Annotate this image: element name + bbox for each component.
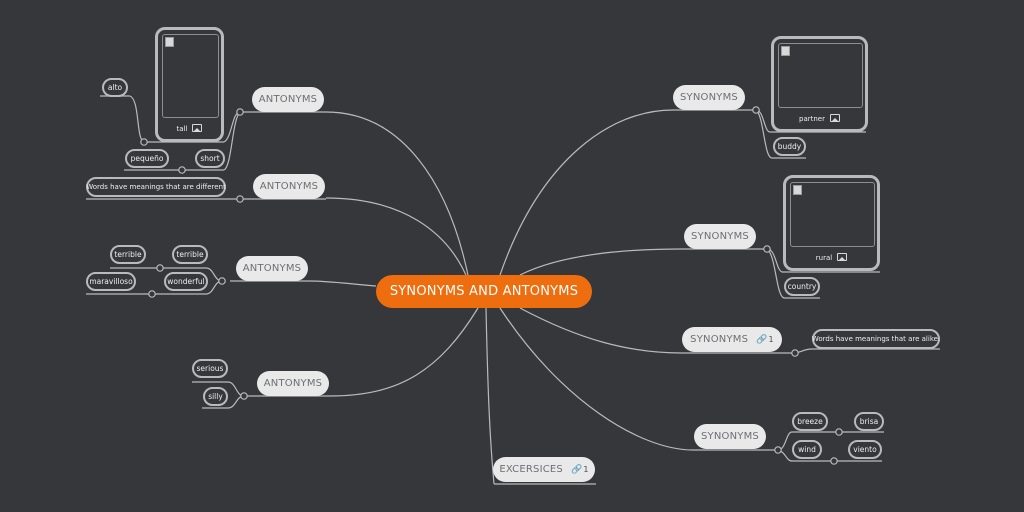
central-topic[interactable]: SYNONYMS AND ANTONYMS: [376, 275, 592, 308]
broken-image-icon: [793, 185, 802, 195]
subtopic-viento[interactable]: viento: [848, 440, 882, 459]
connector: [499, 307, 694, 451]
subtopic-terrible-en[interactable]: terrible: [172, 245, 208, 264]
image-caption: rural: [786, 253, 877, 262]
subtopic-pequeno[interactable]: pequeño: [125, 149, 169, 168]
subtopic-country[interactable]: country: [784, 277, 820, 296]
topic-synonyms-2[interactable]: SYNONYMS: [684, 224, 756, 249]
topic-synonyms-4[interactable]: SYNONYMS: [694, 424, 766, 449]
link-count: 1: [583, 465, 589, 474]
subtopic-silly[interactable]: silly: [203, 387, 228, 406]
subtopic-buddy[interactable]: buddy: [773, 137, 806, 156]
image-placeholder: [162, 34, 219, 118]
connector: [325, 111, 471, 286]
subtopic-short[interactable]: short: [195, 149, 225, 168]
link-icon[interactable]: 🔗: [570, 464, 583, 475]
image-icon: [829, 114, 840, 122]
subtopic-brisa[interactable]: brisa: [854, 412, 884, 431]
link-icon[interactable]: 🔗: [756, 334, 768, 345]
image-placeholder: [778, 43, 863, 108]
subtopic-wonderful[interactable]: wonderful: [164, 272, 208, 291]
topic-antonyms-4[interactable]: ANTONYMS: [257, 371, 329, 396]
note-different-meanings[interactable]: Words have meanings that are different: [86, 177, 226, 197]
topic-exercises[interactable]: EXCERSICES 🔗 1: [493, 457, 595, 482]
image-card-tall[interactable]: tall: [155, 27, 224, 142]
link-count: 1: [768, 335, 774, 344]
connector: [519, 248, 683, 276]
subtopic-alto[interactable]: alto: [102, 78, 128, 97]
subtopic-maravilloso[interactable]: maravilloso: [86, 272, 136, 291]
image-caption: partner: [774, 114, 865, 123]
subtopic-wind[interactable]: wind: [792, 440, 822, 459]
connector: [308, 280, 377, 287]
subtopic-breeze[interactable]: breeze: [792, 412, 828, 431]
image-icon: [192, 124, 203, 132]
topic-antonyms-3[interactable]: ANTONYMS: [236, 256, 308, 281]
broken-image-icon: [781, 46, 790, 56]
topic-synonyms-3[interactable]: SYNONYMS 🔗 1: [682, 327, 782, 352]
image-caption: tall: [158, 124, 221, 133]
broken-image-icon: [165, 37, 174, 47]
note-alike-meanings[interactable]: Words have meanings that are alike.: [812, 329, 940, 349]
connector: [499, 109, 674, 276]
connector: [329, 307, 479, 397]
connector: [519, 307, 683, 354]
image-card-rural[interactable]: rural: [783, 175, 880, 271]
topic-antonyms-2[interactable]: ANTONYMS: [253, 174, 325, 199]
image-placeholder: [790, 182, 875, 247]
connector: [325, 197, 471, 286]
image-card-partner[interactable]: partner: [771, 36, 868, 132]
subtopic-serious[interactable]: serious: [192, 359, 228, 378]
image-icon: [837, 253, 848, 261]
connector: [485, 307, 495, 485]
topic-synonyms-1[interactable]: SYNONYMS: [673, 85, 745, 110]
subtopic-terrible-es[interactable]: terrible: [110, 245, 146, 264]
topic-antonyms-1[interactable]: ANTONYMS: [252, 87, 324, 112]
